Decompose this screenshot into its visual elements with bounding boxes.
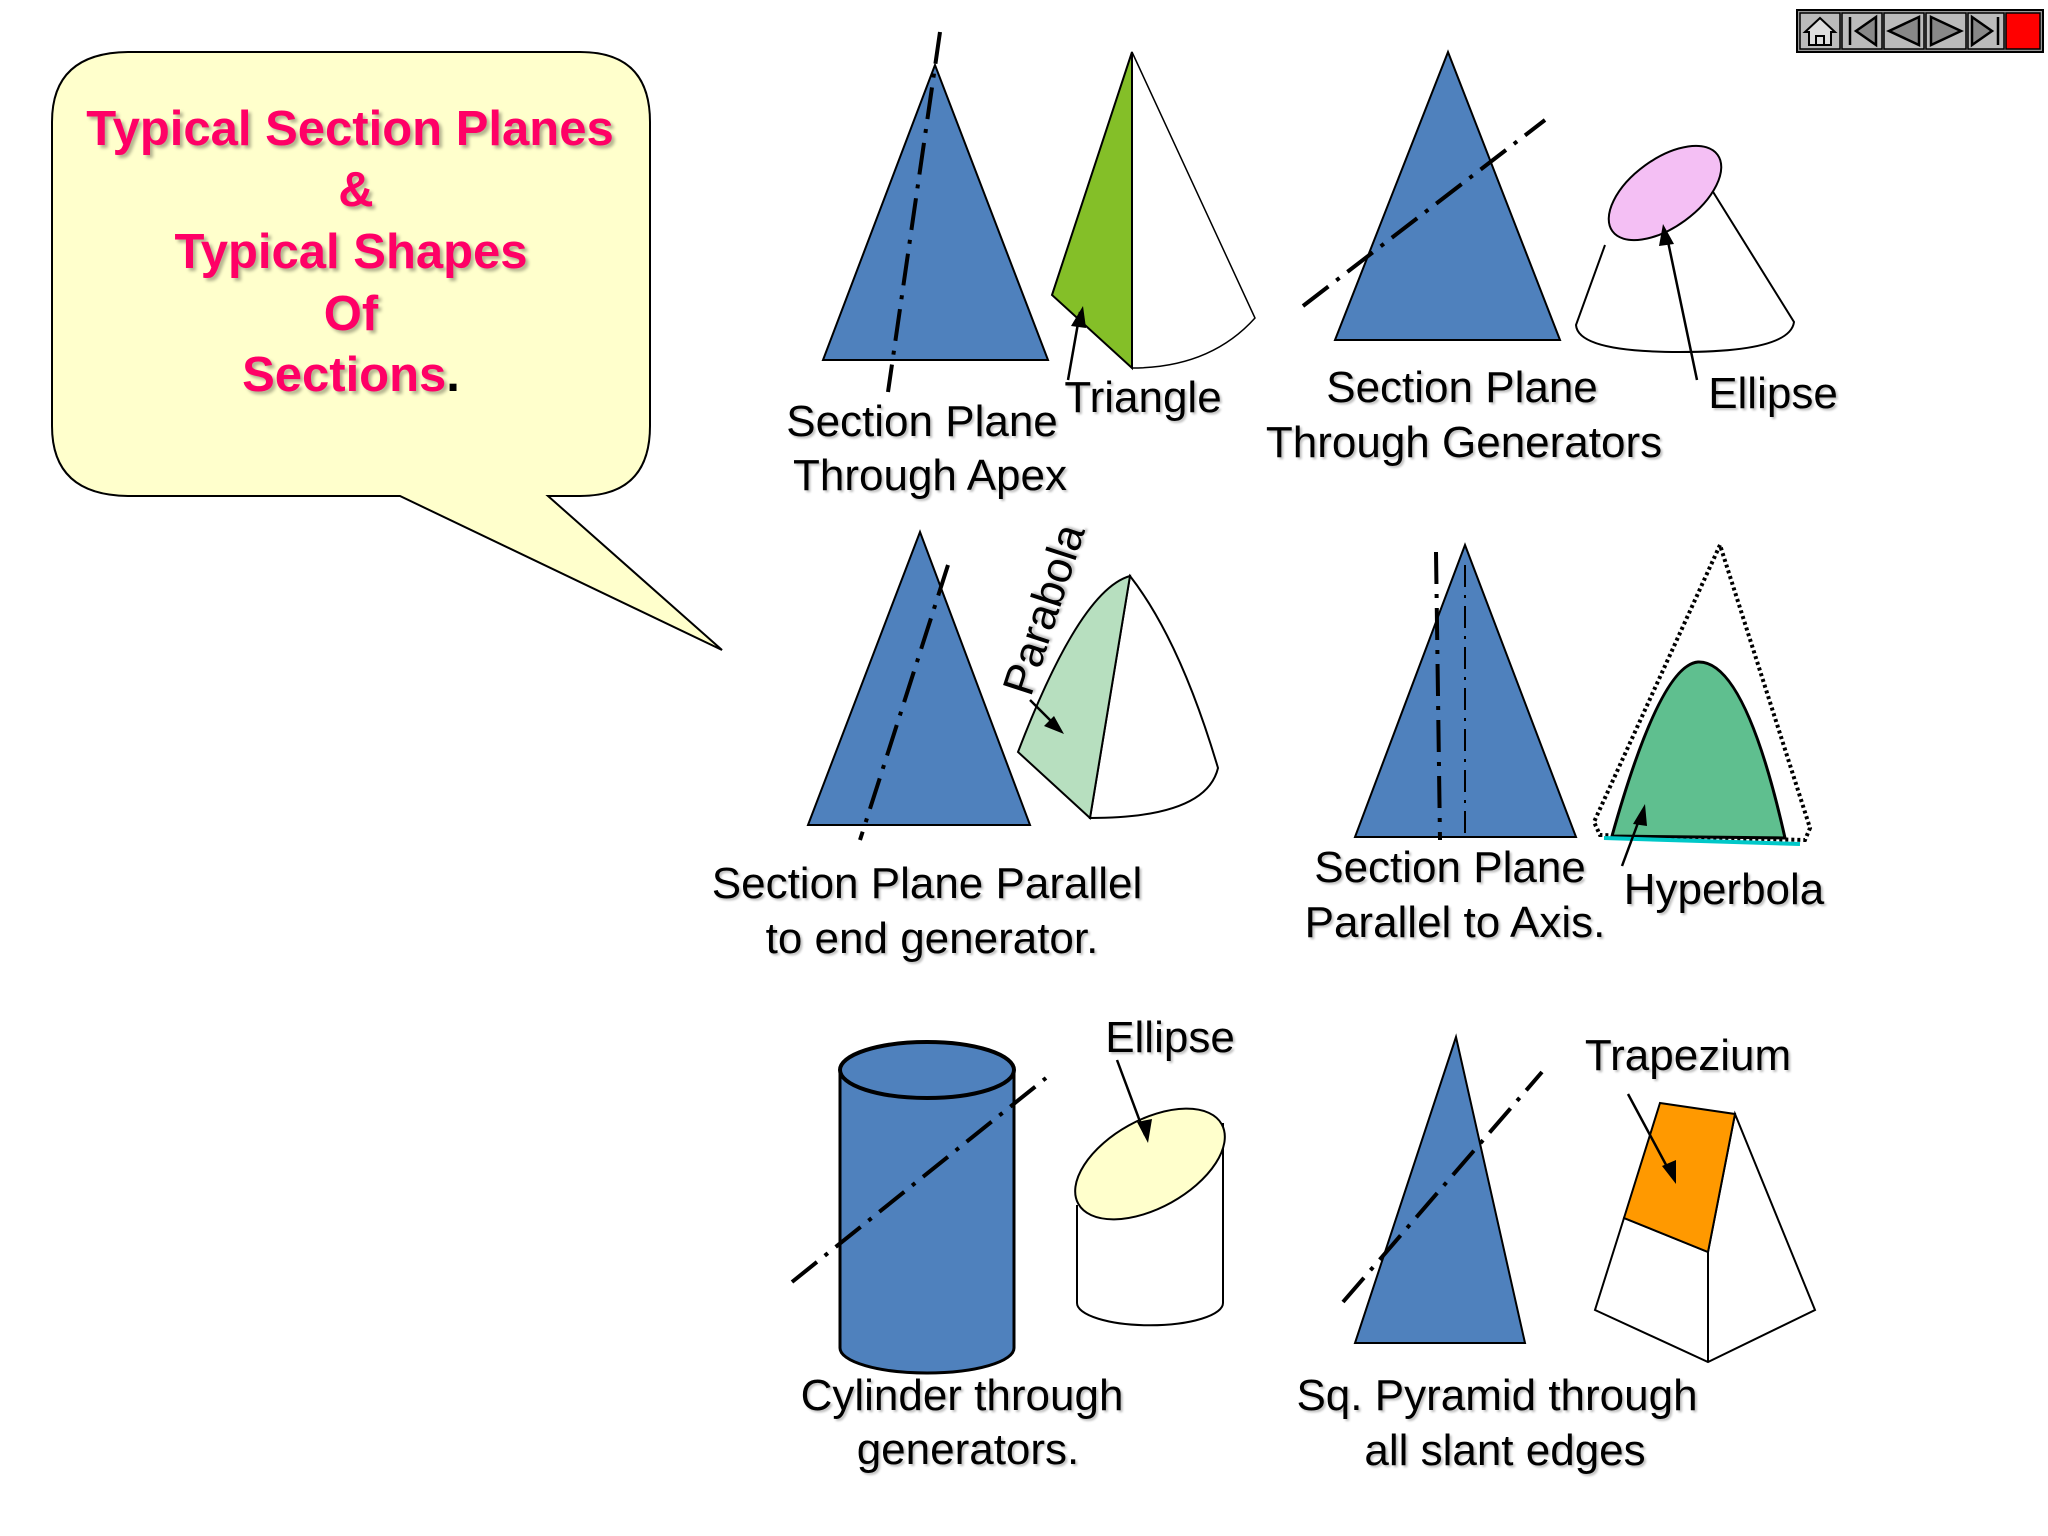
parabola-section-shape [1016,574,1132,820]
triangle-pointer-arrowhead [1071,306,1086,328]
ellipse-section-shape [1074,1107,1226,1221]
section-plane-line [1341,1070,1544,1304]
section-plane-line [886,31,942,393]
section-plane-line [1301,118,1547,308]
apex-caption-line-1: Section Plane [786,397,1058,446]
pyramid-caption-line-2: all slant edges [1364,1426,1645,1475]
cone-frustum-view [1574,149,1796,354]
last-slide-button[interactable] [1967,12,2005,50]
cone-front-view [806,529,1032,826]
pyramid-front-view [1353,1033,1527,1344]
cone-front-view [821,62,1050,361]
hyperbola-section-shape [1610,660,1787,840]
diagram-section-through-generators: Ellipse Section Plane Through Generators [1266,49,1838,467]
triangle-label: Triangle [1064,373,1221,422]
ellipse-section-shape [1607,144,1723,242]
apex-caption-line-2: Through Apex [793,451,1067,500]
title-callout: Typical Section Planes & Typical Shapes … [51,51,723,651]
home-button[interactable] [1799,12,1841,50]
pyramid-caption-line-1: Sq. Pyramid through [1296,1371,1697,1420]
trapezium-label: Trapezium [1585,1031,1791,1080]
title-line-2: & [338,163,373,217]
triangle-section-shape [1050,51,1133,371]
generators-caption-line-1: Section Plane [1326,363,1598,412]
home-icon [1802,16,1838,46]
diagram-section-parallel-to-end-generator: Parabola Section Plane Parallel to end g… [712,518,1220,963]
trapezium-pointer-arrowhead [1662,1160,1676,1184]
title-line-5-text: Sections [242,348,446,402]
diagram-section-parallel-to-axis: Hyperbola Section Plane Parallel to Axis… [1305,539,1825,947]
ellipse-pointer-arrowhead [1659,224,1674,246]
ellipse-label: Ellipse [1708,369,1838,418]
diagram-section-through-apex: Triangle Section Plane Through Apex [786,31,1256,500]
next-slide-icon [1929,15,1964,47]
trapezium-pointer-arrow [1626,1093,1674,1177]
end-show-button[interactable] [2005,12,2041,50]
parallel-axis-caption-line-2: Parallel to Axis. [1305,898,1606,947]
hyperbola-label: Hyperbola [1624,865,1825,914]
first-slide-icon [1848,14,1878,48]
cylinder-caption-line-2: generators. [857,1425,1080,1474]
parallel-end-caption-line-2: to end generator. [766,914,1099,963]
cylinder-caption-line-1: Cylinder through [801,1371,1124,1420]
previous-slide-button[interactable] [1883,12,1925,50]
first-slide-button[interactable] [1841,12,1883,50]
ellipse-pointer-arrow [1664,231,1699,381]
title-line-4: Of [324,287,379,341]
parallel-axis-caption-line-1: Section Plane [1314,843,1586,892]
section-plane-line [1434,551,1442,841]
previous-slide-icon [1886,15,1921,47]
end-show-icon [2005,12,2041,50]
callout-bubble [51,51,723,651]
diagram-cylinder-through-generators: Ellipse Cylinder through generators. [790,1013,1235,1474]
title-line-1: Typical Section Planes [86,102,613,156]
ellipse-label: Ellipse [1105,1013,1235,1062]
ellipse-pointer-arrowhead [1137,1119,1152,1143]
diagram-pyramid-through-slant-edges: Trapezium Sq. Pyramid through all slant … [1296,1031,1817,1475]
title-line-3: Typical Shapes [174,225,527,279]
section-plane-line [858,564,950,841]
cone-cut-view [1088,573,1220,820]
title-line-5: Sections. [242,348,460,402]
parallel-end-caption-line-1: Section Plane Parallel [712,859,1142,908]
cylinder-front-view [838,1068,1016,1375]
parabola-pointer-arrowhead [1044,716,1064,734]
generators-caption-line-2: Through Generators [1266,418,1662,467]
last-slide-icon [1970,14,2000,48]
next-slide-button[interactable] [1925,12,1967,50]
hyperbola-base-line [1603,836,1801,846]
hyperbola-pointer-arrowhead [1633,804,1647,826]
cylinder-top-face [838,1040,1016,1100]
slide-nav-bar [1796,9,2044,53]
cone-isometric-view [1131,51,1256,369]
title-final-punct: . [446,348,460,402]
